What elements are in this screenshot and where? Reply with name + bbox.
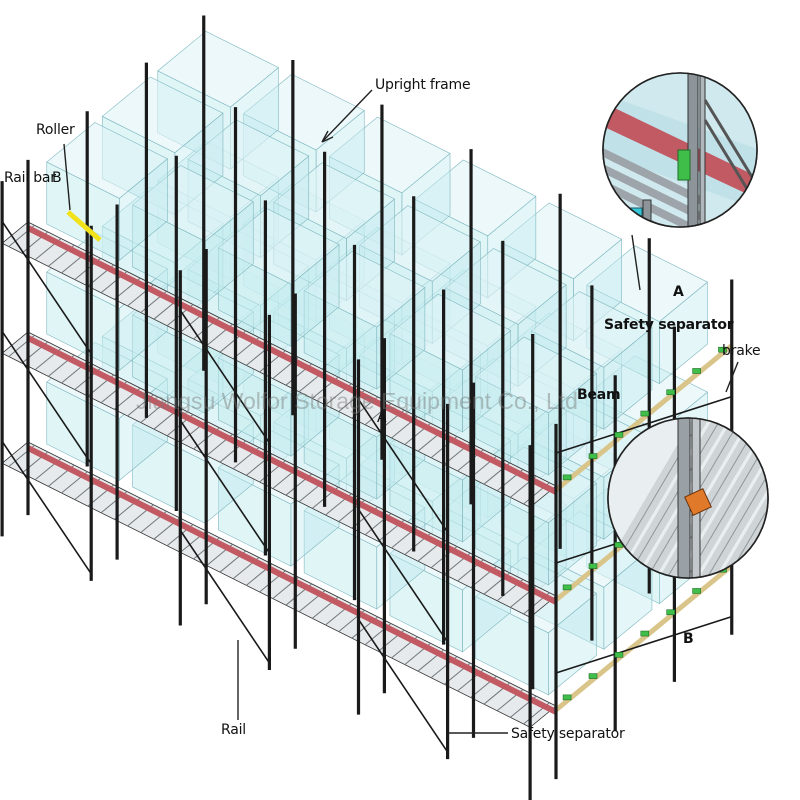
safety-separator bbox=[614, 432, 624, 438]
beam bbox=[554, 563, 734, 712]
roller-label: Roller bbox=[36, 122, 75, 138]
beam bbox=[554, 343, 734, 492]
detail-safety-separator-label: Safety separator bbox=[604, 317, 734, 333]
upright-frame-label: Upright frame bbox=[375, 77, 471, 93]
carton-top bbox=[303, 250, 426, 328]
detail-b-caption: B bbox=[683, 631, 694, 647]
point-a-marker: A bbox=[377, 410, 387, 426]
brace-diagonal bbox=[357, 619, 449, 753]
rail-bar-highlight bbox=[66, 210, 102, 242]
carton-top bbox=[328, 116, 451, 194]
carton-top bbox=[157, 30, 279, 108]
beam-label: Beam bbox=[577, 387, 621, 403]
safety-separator bbox=[562, 584, 572, 591]
detail-roller bbox=[603, 146, 704, 204]
carton-top bbox=[444, 248, 567, 325]
leader-lines bbox=[63, 89, 739, 734]
safety-separator bbox=[588, 563, 598, 569]
safety-separator bbox=[640, 630, 650, 637]
carton-top bbox=[101, 76, 224, 154]
safety-separator bbox=[666, 389, 676, 396]
detail-circle-a bbox=[602, 72, 758, 228]
brake-label: brake bbox=[722, 343, 761, 359]
roller-leader bbox=[63, 143, 71, 211]
carton-top bbox=[475, 336, 597, 414]
rail-bar-label: Rail bar bbox=[4, 170, 56, 186]
carton-top bbox=[414, 159, 537, 237]
detail-roller bbox=[603, 162, 704, 220]
point-b-marker: B bbox=[52, 170, 62, 186]
brace-diagonal bbox=[1, 220, 92, 355]
detail-a-caption: A bbox=[673, 284, 684, 300]
safety-separator bbox=[666, 609, 676, 616]
detail-a-separator-leader bbox=[631, 234, 641, 291]
brace-diagonal bbox=[179, 309, 271, 444]
brace-diagonal bbox=[179, 419, 271, 554]
safety-separator bbox=[718, 346, 727, 353]
safety-separator bbox=[640, 410, 650, 417]
safety-separator bbox=[692, 368, 701, 374]
brace-diagonal bbox=[357, 509, 449, 643]
brace-diagonal bbox=[1, 440, 92, 575]
safety-separator bbox=[588, 453, 598, 459]
carton-top bbox=[273, 162, 396, 239]
safety-separator bbox=[562, 474, 572, 481]
carton-top bbox=[46, 122, 168, 199]
brace-diagonal bbox=[555, 395, 732, 454]
brace-diagonal bbox=[555, 615, 732, 674]
brace-diagonal bbox=[1, 330, 92, 465]
safety-separator bbox=[692, 588, 701, 594]
safety-separator-label: Safety separator bbox=[511, 726, 625, 742]
roller-beds bbox=[1, 221, 557, 728]
upright-frame-leader bbox=[321, 89, 373, 143]
safety-separator bbox=[614, 652, 624, 658]
rail-label: Rail bbox=[221, 722, 246, 738]
frame-bracing bbox=[1, 220, 732, 753]
upright-posts bbox=[0, 15, 734, 800]
carton-top bbox=[359, 205, 481, 282]
detail-roller-edge bbox=[699, 419, 768, 578]
carton-top bbox=[586, 245, 708, 322]
carton-top bbox=[389, 293, 512, 371]
brace-diagonal bbox=[357, 399, 449, 533]
safety-separator bbox=[562, 694, 572, 701]
upright-frame-arrow bbox=[321, 130, 334, 143]
safety-separator bbox=[588, 673, 598, 679]
brake-leader bbox=[725, 361, 739, 393]
carton-top bbox=[132, 165, 254, 242]
brace-diagonal bbox=[179, 529, 271, 664]
